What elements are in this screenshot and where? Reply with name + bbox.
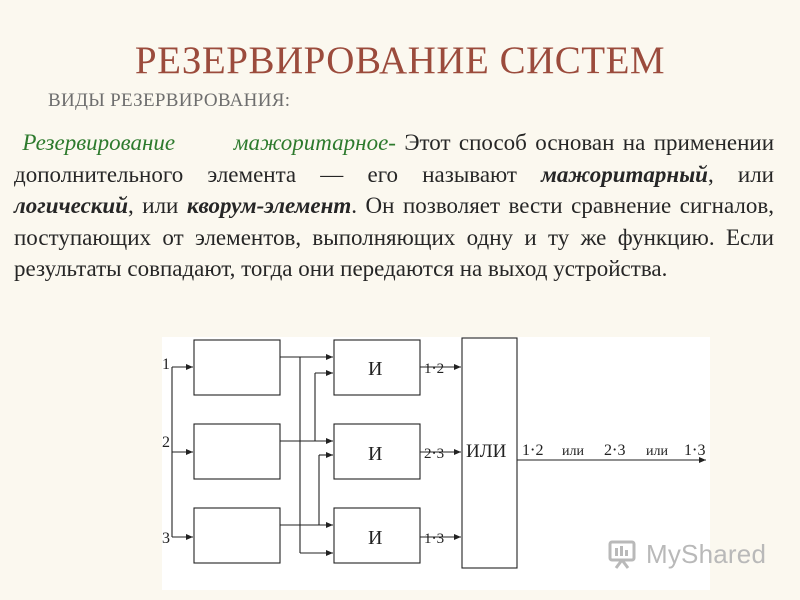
- and-gate-1-label: И: [368, 358, 382, 380]
- body-text-4: . Он позволяет вести сравнение сигналов,…: [14, 193, 774, 281]
- body-text-1: Этот способ основан на применении дополн…: [14, 130, 775, 187]
- and-output-label-2: 2⋅3: [424, 446, 444, 462]
- myshared-logo-icon: [608, 540, 636, 569]
- term-logical: логический: [14, 193, 129, 218]
- slide-subtitle: ВИДЫ РЕЗЕРВИРОВАНИЯ:: [48, 90, 291, 111]
- output-term-b: 2⋅3: [604, 442, 625, 459]
- or-gate-label: ИЛИ: [466, 441, 507, 462]
- input-label-3: 3: [162, 530, 170, 547]
- output-term-a: 1⋅2: [522, 442, 543, 459]
- majority-circuit-diagram: 1 2 3 И И И 1⋅2 2⋅3 1⋅3 ИЛИ 1⋅2 или 2⋅3 …: [162, 337, 710, 590]
- body-text-2: , или: [707, 161, 774, 187]
- and-output-label-3: 1⋅3: [424, 531, 444, 547]
- slide-title: РЕЗЕРВИРОВАНИЕ СИСТЕМ: [134, 39, 666, 82]
- output-sep-2: или: [646, 444, 668, 459]
- input-label-1: 1: [162, 356, 170, 373]
- heading-term-reservation: Резервирование: [22, 130, 176, 155]
- and-gate-2-label: И: [368, 443, 382, 465]
- body-text-3: , или: [128, 193, 187, 218]
- and-gate-3: [333, 507, 421, 564]
- input-label-2: 2: [162, 434, 170, 451]
- and-output-label-1: 1⋅2: [424, 361, 444, 377]
- element-3-box: [193, 507, 281, 564]
- circuit-svg: 1 2 3 И И И 1⋅2 2⋅3 1⋅3 ИЛИ 1⋅2 или 2⋅3 …: [162, 337, 706, 569]
- watermark: MyShared: [606, 536, 766, 572]
- and-gate-3-label: И: [368, 527, 382, 549]
- body-paragraph: Резервирование мажоритарное- Этот способ…: [14, 127, 774, 285]
- watermark-text: MyShared: [646, 538, 767, 569]
- element-1-box: [193, 339, 281, 396]
- term-majority: мажоритарный: [541, 161, 708, 187]
- element-2-box: [193, 423, 281, 480]
- term-quorum: кворум-элемент: [186, 193, 352, 218]
- or-gate: [461, 337, 518, 569]
- heading-term-majority: мажоритарное-: [233, 130, 396, 155]
- output-term-c: 1⋅3: [684, 442, 705, 459]
- output-sep-1: или: [562, 444, 584, 459]
